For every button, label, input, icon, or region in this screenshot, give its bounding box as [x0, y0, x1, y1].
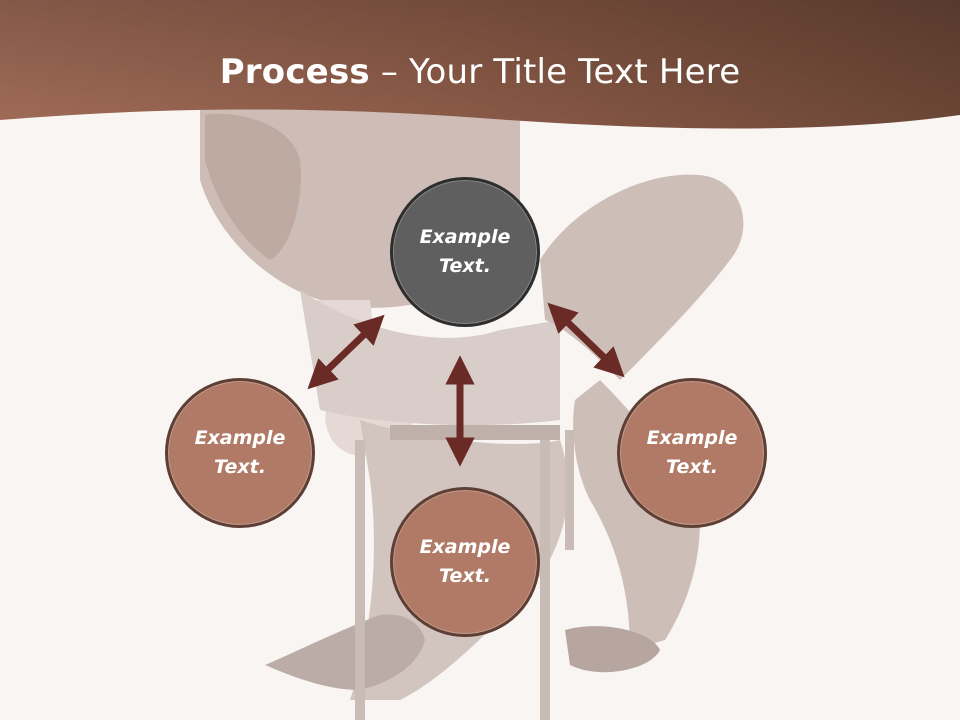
- node-right-text: Example Text.: [646, 427, 738, 478]
- process-node-left[interactable]: Example Text.: [165, 378, 315, 528]
- header-band: [0, 0, 960, 129]
- node-top-text: Example Text.: [419, 226, 511, 277]
- process-node-bottom[interactable]: Example Text.: [390, 487, 540, 637]
- arrow-top-left: [307, 314, 385, 390]
- arrow-top-right: [547, 302, 625, 378]
- node-left-text: Example Text.: [194, 427, 286, 478]
- title-rest: – Your Title Text Here: [369, 52, 741, 92]
- process-node-top[interactable]: Example Text.: [390, 177, 540, 327]
- process-node-right[interactable]: Example Text.: [617, 378, 767, 528]
- title-bold: Process: [219, 52, 370, 92]
- slide-title: Process – Your Title Text Here: [0, 52, 960, 92]
- node-bottom-text: Example Text.: [419, 536, 511, 587]
